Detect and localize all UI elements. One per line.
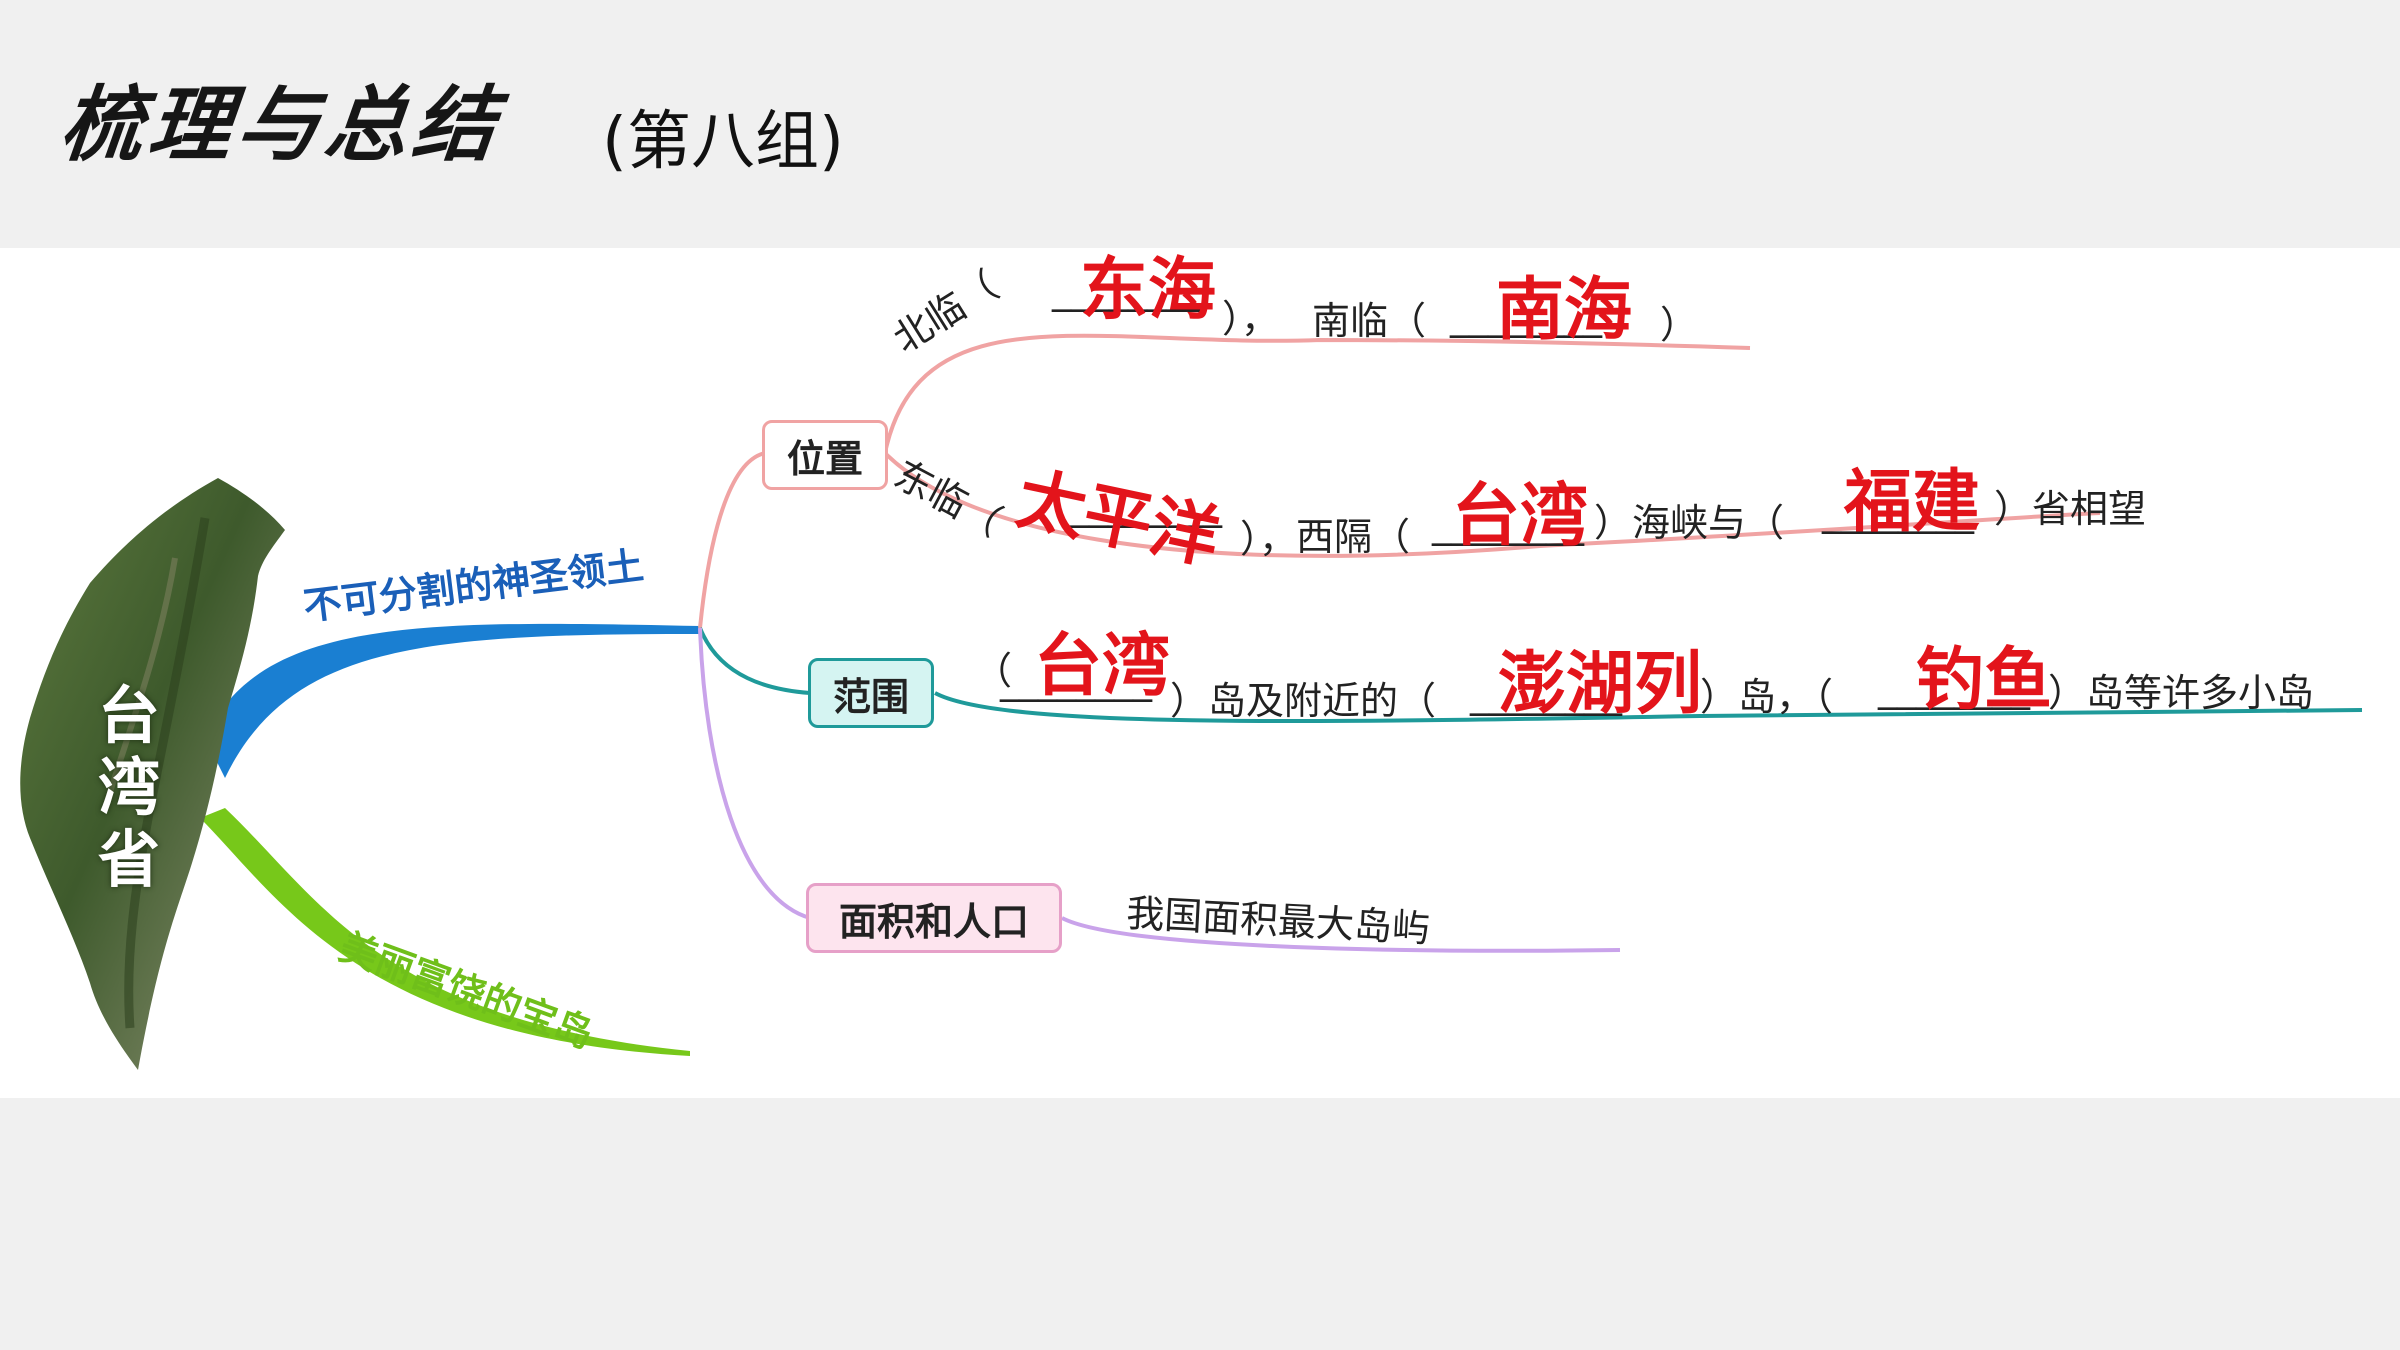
branch-green-shape — [200, 808, 690, 1056]
west-blank: ________ — [1432, 502, 1584, 546]
range-blank-3: ________ — [1878, 666, 2030, 710]
branch-range-line — [934, 691, 2363, 724]
east-suffix: ）， — [1240, 517, 1298, 561]
branch-location-path — [698, 451, 766, 629]
node-range: 范围 — [808, 658, 934, 728]
answer-range-2: 澎湖列 — [1498, 645, 1703, 724]
mindmap-panel: 台湾省 不可分割的神圣领土 美丽富饶的宝岛 位置 范围 面积和人口 北临（ __… — [0, 248, 2400, 1098]
branch-range-path — [698, 627, 811, 695]
west-prefix: 西隔（ — [1296, 515, 1411, 559]
answer-range-3: 钓鱼 — [1916, 641, 2053, 720]
west-suffix: ）海峡与（ — [1594, 501, 1785, 545]
answer-range-1: 台湾 — [1034, 627, 1171, 706]
range-suffix-2: ）岛，（ — [1700, 675, 1834, 719]
east-blank: ________ — [1070, 484, 1222, 528]
slide-subtitle: (第八组) — [602, 105, 844, 179]
answer-south: 南海 — [1496, 271, 1633, 350]
north-blank: ________ — [1052, 268, 1204, 312]
south-prefix: 南临（ — [1312, 299, 1427, 343]
range-blank-1: ________ — [1000, 658, 1152, 702]
branch-area-line — [1061, 916, 1621, 953]
answer-west: 台湾 — [1452, 477, 1589, 556]
province-label: 台湾省 — [98, 679, 161, 896]
answer-north: 东海 — [1080, 251, 1217, 330]
answer-face: 福建 — [1844, 463, 1981, 542]
range-blank-2: ________ — [1470, 672, 1622, 716]
branch-location-line1 — [883, 333, 1751, 454]
branch-blue-shape — [205, 623, 700, 778]
face-suffix: ）省相望 — [1994, 487, 2147, 531]
branch-location-line2 — [883, 451, 2101, 558]
south-suffix: ） — [1660, 303, 1699, 347]
node-location: 位置 — [762, 420, 888, 490]
node-area: 面积和人口 — [806, 883, 1062, 953]
mindmap-connectors — [20, 333, 2363, 1070]
north-suffix: ）， — [1222, 297, 1280, 341]
slide-title: 梳理与总结 — [56, 77, 507, 173]
branch-area-path — [698, 627, 811, 920]
face-blank: ________ — [1822, 490, 1974, 534]
range-paren-open: （ — [974, 649, 1013, 693]
south-blank: ________ — [1450, 294, 1602, 338]
range-suffix-1: ）岛及附近的（ — [1170, 679, 1437, 723]
range-suffix-3: ）岛等许多小岛 — [2048, 671, 2315, 715]
